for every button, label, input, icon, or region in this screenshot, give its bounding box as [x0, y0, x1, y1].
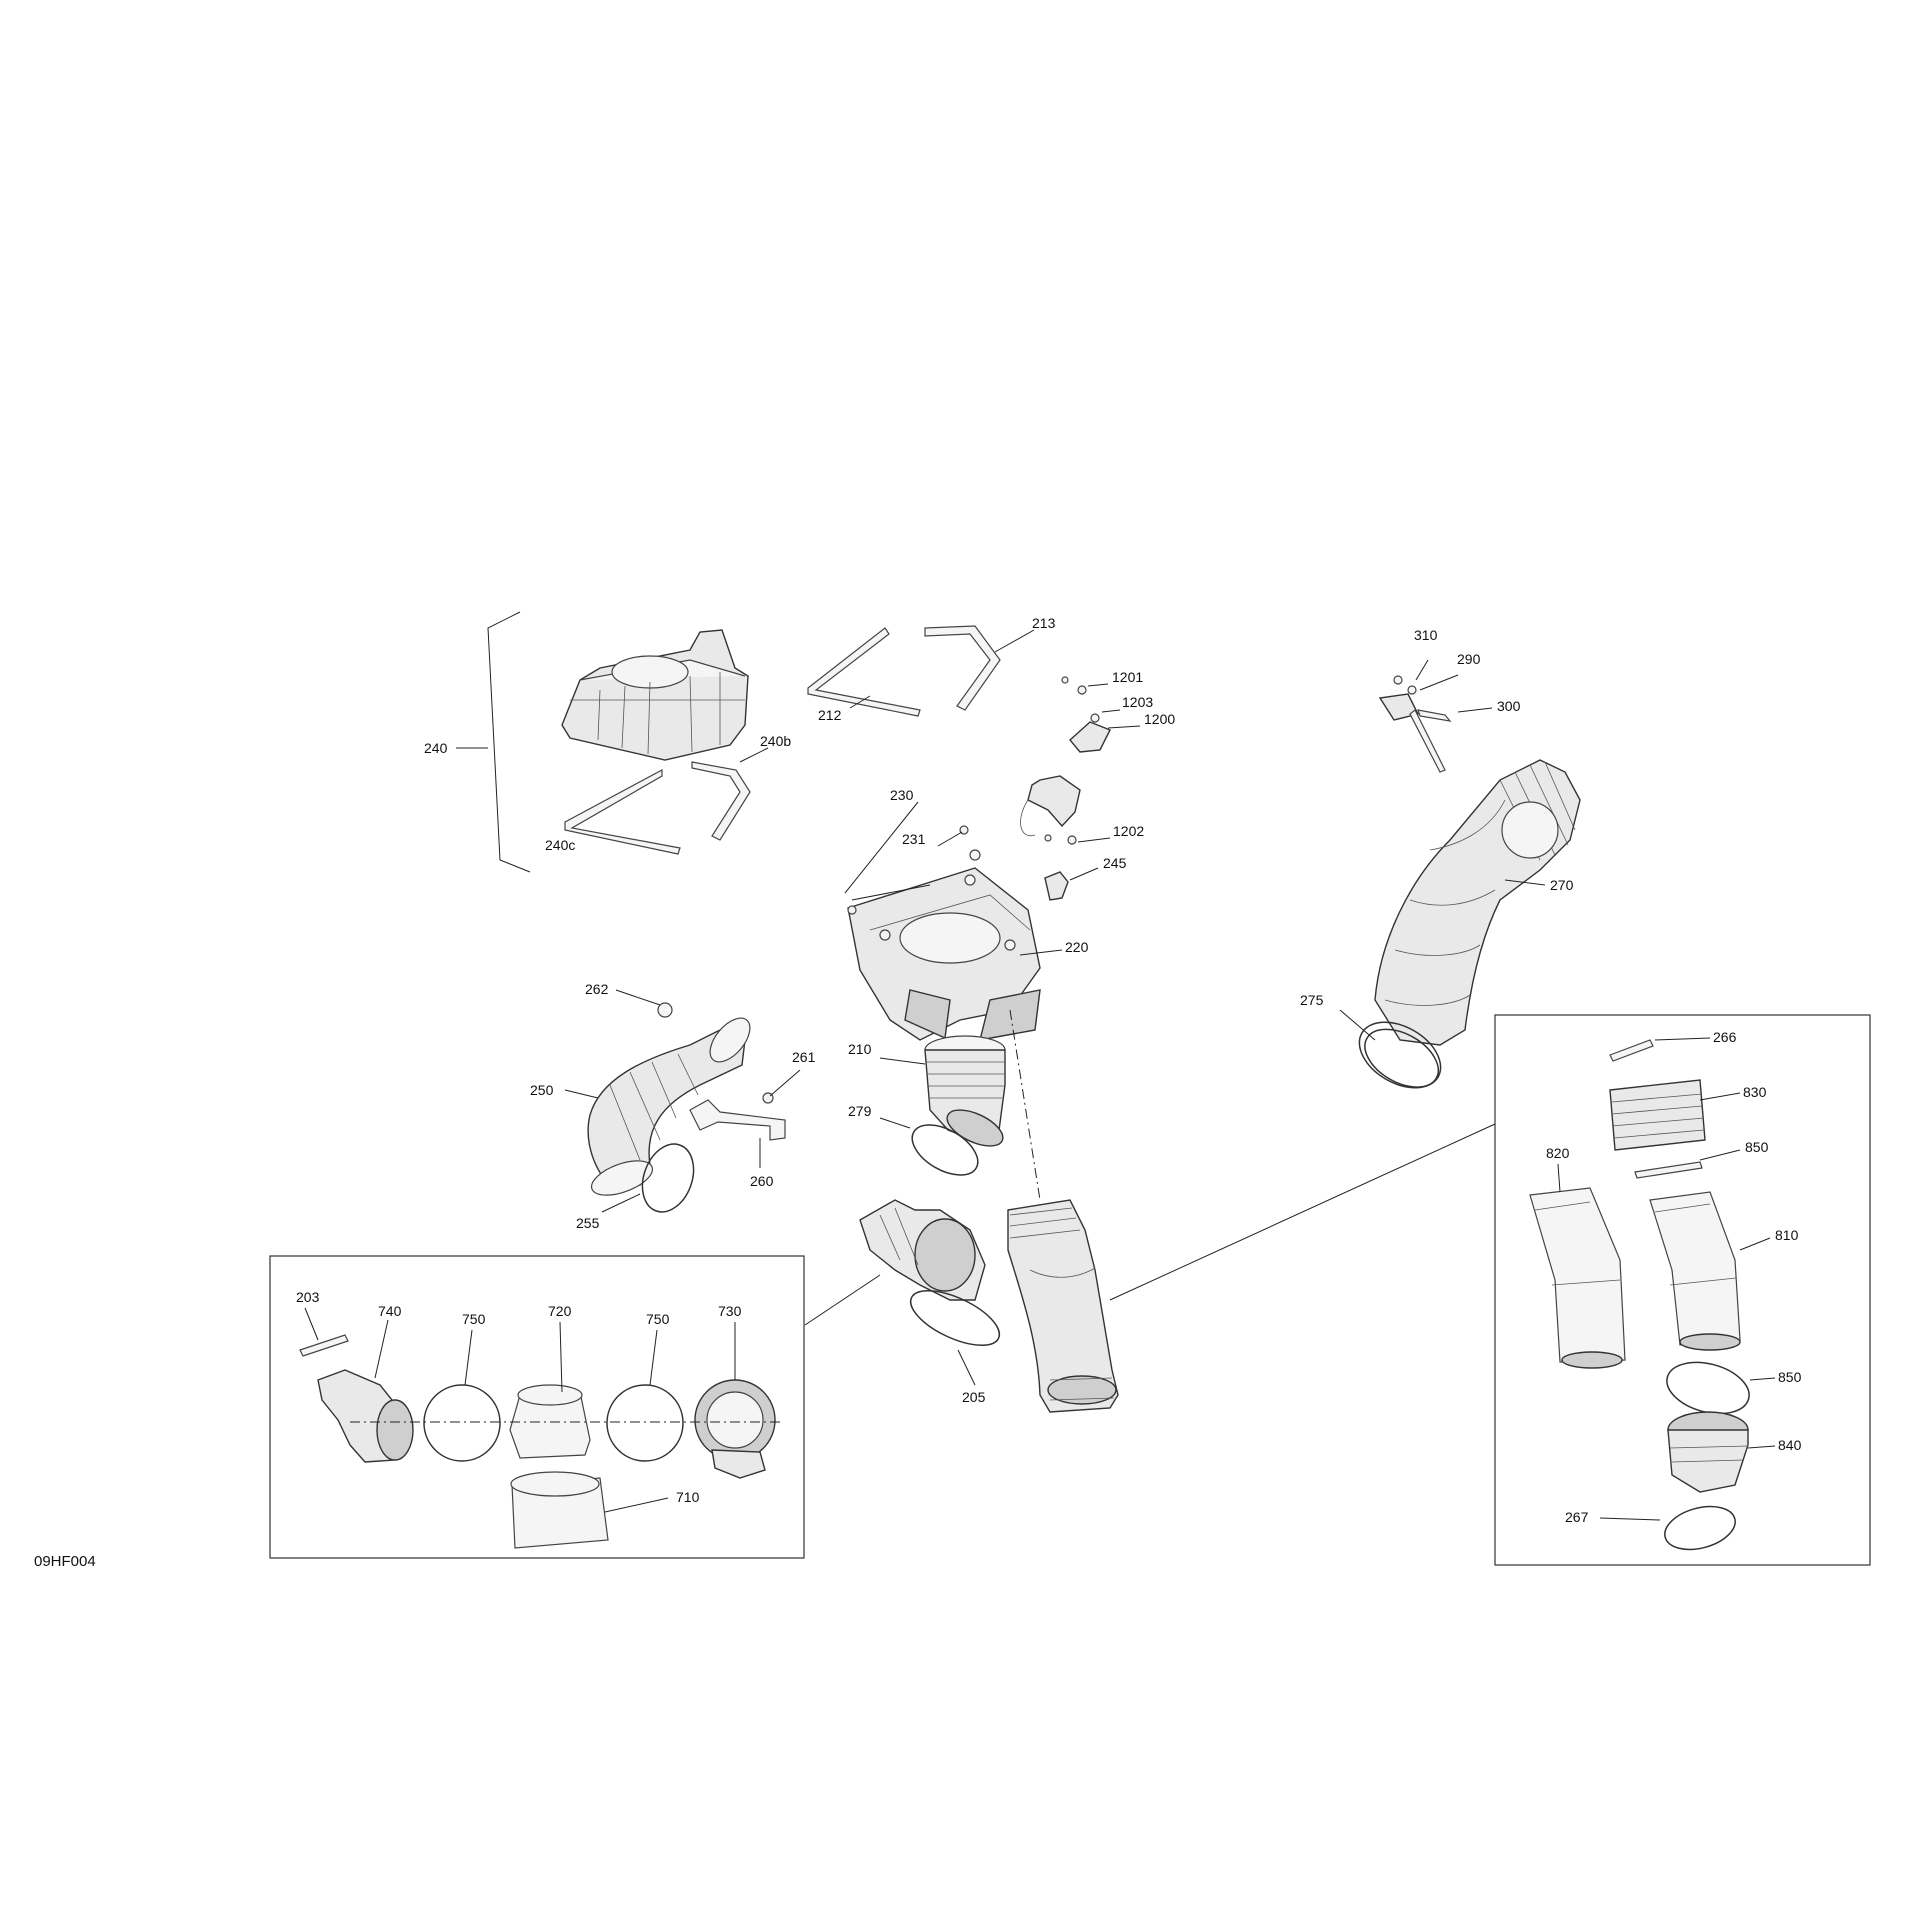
callout-203: 203: [296, 1289, 320, 1305]
bracket-260: [689, 1069, 801, 1168]
callout-740: 740: [378, 1303, 402, 1319]
callout-1202: 1202: [1113, 823, 1144, 839]
callout-262: 262: [585, 981, 609, 997]
bracket-290-300-310: [1378, 659, 1493, 773]
callout-240b: 240b: [760, 733, 791, 749]
callout-1201: 1201: [1112, 669, 1143, 685]
base-plate-220: [844, 801, 1063, 1041]
callout-270: 270: [1550, 877, 1574, 893]
callout-820: 820: [1546, 1145, 1570, 1161]
clamp-275: [1339, 1009, 1442, 1089]
duct-820: [1529, 1163, 1626, 1369]
callout-240: 240: [424, 740, 448, 756]
clamp-255: [601, 1143, 695, 1213]
callout-210: 210: [848, 1041, 872, 1057]
callout-255: 255: [576, 1215, 600, 1231]
air-box-240: [456, 611, 749, 873]
callout-266: 266: [1713, 1029, 1737, 1045]
callout-1203: 1203: [1122, 694, 1153, 710]
elbow-205: [859, 1199, 1001, 1386]
callout-205: 205: [962, 1389, 986, 1405]
adapter-730: [694, 1322, 776, 1479]
duct-270: [1374, 759, 1581, 1046]
callout-230: 230: [890, 787, 914, 803]
callout-300: 300: [1497, 698, 1521, 714]
callout-840: 840: [1778, 1437, 1802, 1453]
callout-750-b: 750: [646, 1311, 670, 1327]
clamp-850-b: [1666, 1361, 1776, 1415]
gasket-240b: [691, 747, 769, 841]
sleeve-710: [510, 1471, 669, 1549]
detail-box-left: [269, 1255, 805, 1559]
clip-266: [1609, 1037, 1711, 1062]
frame-213: [924, 625, 1035, 711]
callout-260: 260: [750, 1173, 774, 1189]
callout-310: 310: [1414, 627, 1438, 643]
callout-212: 212: [818, 707, 842, 723]
callout-290: 290: [1457, 651, 1481, 667]
callout-250: 250: [530, 1082, 554, 1098]
callout-279: 279: [848, 1103, 872, 1119]
callout-240c: 240c: [545, 837, 575, 853]
callout-710: 710: [676, 1489, 700, 1505]
sleeve-720: [509, 1321, 591, 1459]
detail-box-right: [1494, 1014, 1871, 1566]
callout-830: 830: [1743, 1084, 1767, 1100]
callout-850-b: 850: [1778, 1369, 1802, 1385]
connector-245: [1044, 867, 1099, 901]
callout-245: 245: [1103, 855, 1127, 871]
callout-1200: 1200: [1144, 711, 1175, 727]
clamp-750-a: [423, 1329, 501, 1462]
clamp-850-a: [1634, 1149, 1741, 1179]
callout-231: 231: [902, 831, 926, 847]
callout-810: 810: [1775, 1227, 1799, 1243]
callout-850-a: 850: [1745, 1139, 1769, 1155]
clip-203: [299, 1307, 349, 1357]
clamp-279: [879, 1117, 979, 1176]
clamp-267: [1599, 1505, 1736, 1551]
bellows-210: [879, 1035, 1006, 1147]
elbow-740: [317, 1319, 414, 1463]
adapter-840: [1667, 1411, 1776, 1493]
callout-labels: 240 240b 240c 212 213 1201 1203 1200 120…: [34, 615, 1802, 1570]
callout-275: 275: [1300, 992, 1324, 1008]
duct-250: [564, 989, 751, 1196]
callout-261: 261: [792, 1049, 816, 1065]
gasket-240c: [564, 768, 681, 855]
callout-267: 267: [1565, 1509, 1589, 1525]
frame-212: [807, 627, 921, 717]
callout-213: 213: [1032, 615, 1056, 631]
duct-center: [1007, 1199, 1119, 1413]
callout-220: 220: [1065, 939, 1089, 955]
callout-720: 720: [548, 1303, 572, 1319]
bracket-assembly-1200: [1020, 676, 1141, 845]
clamp-750-b: [606, 1329, 684, 1462]
callout-730: 730: [718, 1303, 742, 1319]
duct-810: [1649, 1191, 1771, 1351]
figure-id: 09HF004: [34, 1553, 96, 1570]
bellows-830: [1609, 1079, 1741, 1151]
callout-750-a: 750: [462, 1311, 486, 1327]
